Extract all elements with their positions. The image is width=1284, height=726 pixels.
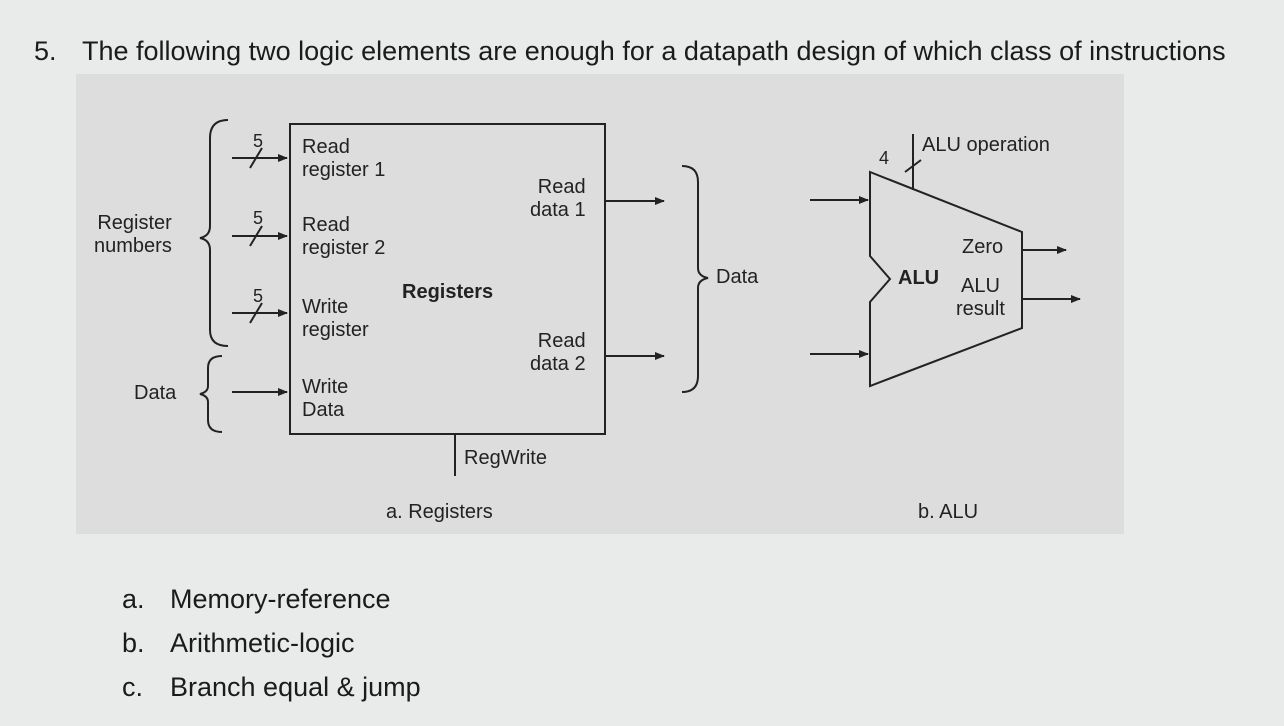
data-out-label: Data [716,266,759,288]
option-c-letter: c. [122,672,144,702]
bus-width-2-label: 5 [253,208,264,228]
bus-slash-1 [249,147,263,169]
option-a[interactable]: a. Memory-reference [122,584,421,628]
register-numbers-brace [199,119,229,347]
registers-caption: a. Registers [386,501,493,523]
bus-width-3-label: 5 [253,286,264,306]
alu-block-label: ALU [898,267,940,289]
question-body: The following two logic elements are eno… [82,36,1226,66]
option-a-letter: a. [122,584,145,614]
answer-options: a. Memory-reference b. Arithmetic-logic c.… [122,584,421,716]
registers-block-label: Registers [402,281,494,303]
alu-operation-label: ALU operation [922,134,1050,156]
option-a-text: Memory-reference [170,584,391,614]
option-c[interactable]: c. Branch equal & jump [122,672,421,716]
alu-shape [869,170,1023,388]
option-b[interactable]: b. Arithmetic-logic [122,628,421,672]
registers-block [289,123,606,435]
alu-operation-slash [904,159,922,173]
alu-operation-width-label: 4 [879,148,890,168]
option-b-letter: b. [122,628,145,658]
regwrite-label: RegWrite [464,447,547,469]
question-text: 5. The following two logic elements are e… [34,36,1226,67]
option-c-text: Branch equal & jump [170,672,421,702]
alu-caption: b. ALU [918,501,979,523]
data-in-label: Data [134,382,177,404]
bus-slash-2 [249,225,263,247]
figure-background [76,74,1124,534]
bus-slash-3 [249,302,263,324]
data-in-brace [199,355,223,433]
alu-zero-label: Zero [962,236,1004,258]
data-out-brace [681,165,709,393]
option-b-text: Arithmetic-logic [170,628,355,658]
bus-width-1-label: 5 [253,131,264,151]
question-number: 5. [34,36,57,66]
